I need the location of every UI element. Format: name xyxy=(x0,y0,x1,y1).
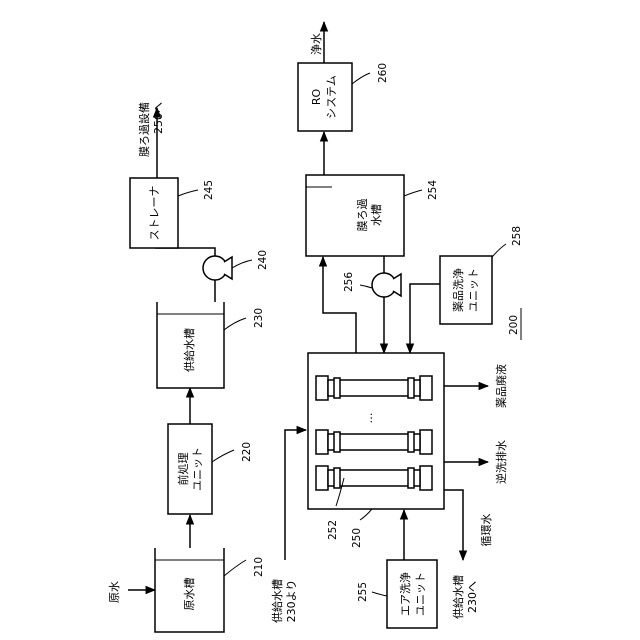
flow-chem-unit-to-membrane xyxy=(410,284,440,353)
svg-text:200: 200 xyxy=(508,315,520,335)
strainer: ストレーナ xyxy=(130,178,178,248)
flow-circulating-water xyxy=(444,490,463,560)
svg-text:255: 255 xyxy=(357,582,369,602)
svg-text:220: 220 xyxy=(241,442,253,462)
svg-text:膜ろ過設備: 膜ろ過設備 xyxy=(137,102,151,157)
pretreatment-unit: 前処理 ユニット xyxy=(168,424,212,514)
more-modules-dots: … xyxy=(362,413,375,424)
svg-text:薬品廃液: 薬品廃液 xyxy=(494,364,508,408)
membrane-module xyxy=(316,430,432,454)
svg-text:システム: システム xyxy=(325,75,338,119)
backwash-drain-label: 逆洗排水 xyxy=(494,440,508,484)
ref-255: 255 xyxy=(357,582,387,602)
raw-water-label: 原水 xyxy=(108,581,121,603)
svg-text:逆洗排水: 逆洗排水 xyxy=(494,440,508,484)
ref-220: 220 xyxy=(212,442,253,462)
svg-text:230より: 230より xyxy=(285,580,298,623)
svg-text:供給水槽: 供給水槽 xyxy=(270,579,284,623)
raw-water-inlet: 原水 xyxy=(108,581,155,603)
raw-water-tank: 原水槽 xyxy=(155,548,224,632)
membrane-filtration-equipment: … xyxy=(308,353,444,509)
svg-text:250: 250 xyxy=(351,528,363,548)
ref-250: 250 xyxy=(351,509,372,548)
ref-260: 260 xyxy=(352,63,389,84)
svg-text:水槽: 水槽 xyxy=(370,204,383,226)
ref-240: 240 xyxy=(232,250,269,270)
to-membrane-label: 膜ろ過設備 250へ xyxy=(137,102,165,157)
from-supply-label: 供給水槽 230より xyxy=(270,579,298,623)
ref-256: 256 xyxy=(343,272,372,292)
ref-254: 254 xyxy=(404,180,439,200)
svg-text:供給水槽: 供給水槽 xyxy=(182,328,196,372)
svg-text:245: 245 xyxy=(203,180,215,200)
pump-240 xyxy=(203,256,232,280)
svg-text:260: 260 xyxy=(377,63,389,83)
svg-text:ユニット: ユニット xyxy=(414,572,427,616)
svg-text:ストレーナ: ストレーナ xyxy=(148,186,161,241)
svg-text:エア洗浄: エア洗浄 xyxy=(398,572,412,616)
ref-258: 258 xyxy=(492,226,523,257)
filtrate-tank: 膜ろ過 水槽 xyxy=(306,175,404,256)
svg-text:膜ろ過: 膜ろ過 xyxy=(356,199,369,232)
svg-text:ユニット: ユニット xyxy=(191,447,204,491)
chem-waste-label: 薬品廃液 xyxy=(494,364,508,408)
svg-text:供給水槽: 供給水槽 xyxy=(451,575,465,619)
membrane-module xyxy=(316,376,432,400)
svg-text:230: 230 xyxy=(253,308,265,328)
circulating-water-label: 循環水 供給水槽 230へ xyxy=(451,514,493,620)
flow-from-supply xyxy=(285,430,306,560)
flow-pump-to-strainer xyxy=(155,248,215,256)
air-cleaning-unit: エア洗浄 ユニット xyxy=(387,560,437,628)
svg-text:240: 240 xyxy=(257,250,269,270)
svg-text:254: 254 xyxy=(427,180,439,200)
svg-text:210: 210 xyxy=(253,557,265,577)
svg-text:RO: RO xyxy=(310,89,323,106)
ref-210: 210 xyxy=(224,557,265,577)
pump-256 xyxy=(372,273,401,297)
supply-tank: 供給水槽 xyxy=(157,302,224,388)
svg-text:256: 256 xyxy=(343,272,355,292)
svg-text:230へ: 230へ xyxy=(466,581,479,613)
raw-water-tank-label: 原水槽 xyxy=(183,578,196,611)
svg-text:前処理: 前処理 xyxy=(176,453,190,486)
flow-membrane-to-filtrate xyxy=(323,257,356,353)
svg-text:252: 252 xyxy=(327,520,339,540)
svg-text:循環水: 循環水 xyxy=(480,514,493,547)
pure-water-label: 浄水 xyxy=(309,33,323,55)
svg-text:薬品洗浄: 薬品洗浄 xyxy=(451,268,465,312)
chemical-cleaning-unit: 薬品洗浄 ユニット xyxy=(440,256,492,324)
ref-245: 245 xyxy=(178,180,215,200)
svg-text:258: 258 xyxy=(511,226,523,246)
ro-system: RO システム xyxy=(298,63,352,131)
svg-text:ユニット: ユニット xyxy=(467,268,480,312)
figure-ref-200: 200 xyxy=(508,308,521,340)
svg-text:250へ: 250へ xyxy=(152,102,165,134)
membrane-module xyxy=(316,466,432,490)
ref-230: 230 xyxy=(224,308,265,330)
